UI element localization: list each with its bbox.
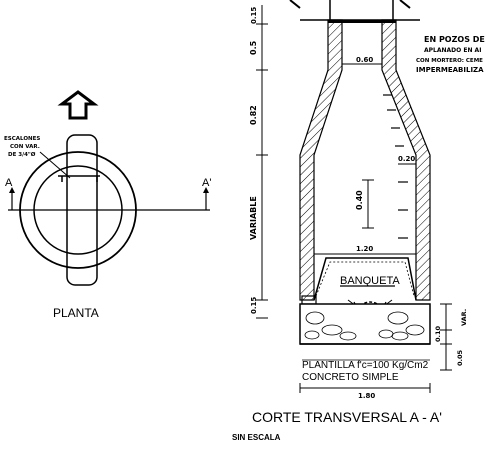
dim-cone: 0.82 xyxy=(249,105,258,125)
dim-line-mid xyxy=(362,179,374,229)
section-title: CORTE TRANSVERSAL A - A' xyxy=(252,409,442,425)
base-label-2: CONCRETO SIMPLE xyxy=(302,372,399,383)
left-dimensions xyxy=(256,5,268,319)
bench xyxy=(313,257,417,301)
note-line1: EN POZOS DE xyxy=(424,35,485,44)
dim-mid: 0.40 xyxy=(355,190,364,210)
plan-title: PLANTA xyxy=(53,306,99,320)
base-aggregate xyxy=(304,311,425,341)
bench-label: BANQUETA xyxy=(340,275,400,287)
dim-base-right-3: 0.05 xyxy=(456,349,464,366)
base-label-1: PLANTILLA f'c=100 Kg/Cm2 xyxy=(302,360,429,371)
dim-neck: 0.5 xyxy=(249,40,258,55)
cover-frame xyxy=(329,0,394,20)
dim-base-right-1: VAR. xyxy=(460,309,468,326)
plan-step-rungs xyxy=(61,176,98,182)
steps-leader xyxy=(39,151,71,179)
dim-top-width: 0.60 xyxy=(356,56,373,64)
dim-variable: VARIABLE xyxy=(249,196,258,240)
dim-inner-width: 1.20 xyxy=(356,245,373,253)
steps-note-line1: ESCALONES xyxy=(4,136,40,142)
plan-view: ESCALONES CON VAR. DE 3/4"Ø A A' PLANTA xyxy=(4,90,211,320)
dim-bench: 0.15 xyxy=(250,297,258,314)
section-label-left: A xyxy=(5,177,13,189)
level-mark xyxy=(289,0,301,9)
section-label-right: A' xyxy=(202,177,211,189)
neck-wall-right xyxy=(381,19,431,301)
note-line4: IMPERMEABILIZA xyxy=(416,66,484,74)
dim-top-small: 0.15 xyxy=(250,7,258,24)
concrete-base xyxy=(299,303,431,345)
steps-note-line3: DE 3/4"Ø xyxy=(8,151,36,158)
neck-cap xyxy=(328,20,396,23)
dim-ticks-bottom xyxy=(299,383,431,393)
level-mark-right xyxy=(399,0,411,9)
section-view: 0.15 0.5 0.82 VARIABLE 0.15 0.60 0.20 0.… xyxy=(232,0,485,442)
steps-note-line2: CON VAR. xyxy=(10,144,40,150)
bench-inner xyxy=(315,261,415,297)
note-line3: CON MORTERO: CEME xyxy=(416,58,483,64)
dim-bottom-width: 1.80 xyxy=(358,392,375,400)
dim-base-right-2: 0.10 xyxy=(434,325,442,342)
flow-arrow-icon xyxy=(57,90,99,120)
section-scale: SIN ESCALA xyxy=(232,433,281,442)
right-base-dims xyxy=(440,303,452,371)
ladder-steps xyxy=(383,94,408,239)
dim-wall: 0.20 xyxy=(398,155,415,163)
note-line2: APLANADO EN AI xyxy=(424,47,481,54)
